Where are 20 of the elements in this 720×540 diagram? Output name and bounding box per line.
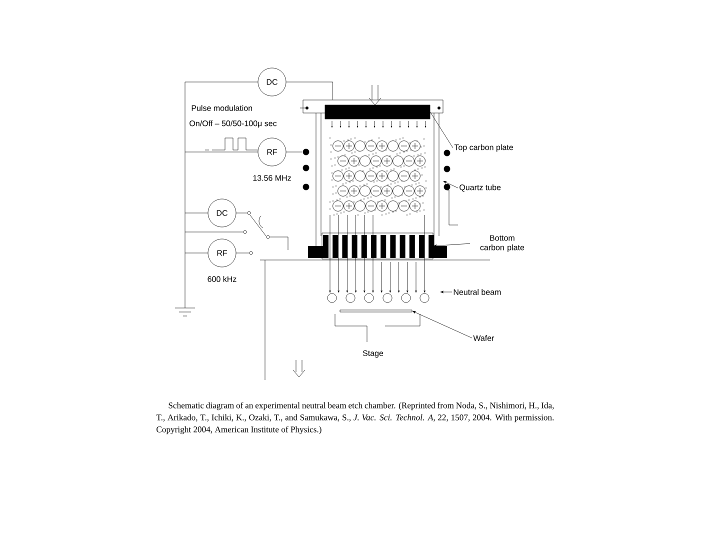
annotation-text: On/Off – 50/50-100μ sec <box>190 120 277 128</box>
frequency-label: 600 kHz <box>208 276 236 282</box>
part-label: Top carbon plate <box>454 144 513 152</box>
part-label: Bottom carbon plate <box>480 235 524 252</box>
wire <box>286 82 333 100</box>
part-label: Wafer <box>473 335 494 341</box>
part-label: Neutral beam <box>454 289 501 295</box>
annotation-text: Pulse modulation <box>192 105 252 111</box>
annotation-text: Stage <box>362 350 384 358</box>
leader-line <box>430 112 454 148</box>
leader-line <box>440 290 452 294</box>
caption: Schematic diagram of an experimental neutral beam etch chamber. (Reprinted from Noda, S., Nishimori, H., Ida, T., Arikado, T., Ichiki, K., Ozaki, T., and Samukawa, S., J. Vac. Sci. Technol. A, 22, 1507, 2004. With permission. Copyright 2004, American Institute of Physics.) <box>156 402 554 434</box>
leader-line <box>434 243 470 248</box>
top-plate <box>324 104 430 120</box>
leader-line <box>412 311 472 338</box>
leader-line <box>443 181 458 188</box>
frequency-label: 13.56 MHz <box>253 175 291 181</box>
part-label: Quartz tube <box>460 184 501 192</box>
bottom-plate-outline <box>322 232 434 260</box>
wafer-bar <box>340 310 412 312</box>
